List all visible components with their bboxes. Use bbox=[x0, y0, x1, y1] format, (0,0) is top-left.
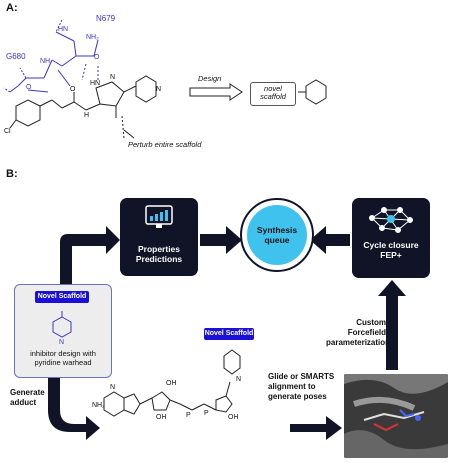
inhibitor-design-caption: inhibitor design with pyridine warhead bbox=[30, 349, 96, 367]
network-graph-icon bbox=[369, 207, 413, 233]
novel-scaffold-box: novel scaffold bbox=[250, 82, 296, 106]
atom-hn-2: HN bbox=[90, 80, 101, 87]
adduct-atom-n-plus: N bbox=[236, 376, 242, 383]
synthesis-queue-circle: Synthesis queue bbox=[247, 205, 307, 265]
perturb-caption: Perturb entire scaffold bbox=[128, 140, 202, 149]
novel-scaffold-panel: Novel Scaffold N inhibitor design with p… bbox=[14, 284, 112, 378]
atom-hn: HN bbox=[58, 26, 69, 33]
atom-n-pyridine: N bbox=[156, 86, 162, 93]
synthesis-queue-ring: Synthesis queue bbox=[240, 198, 314, 272]
synthesis-queue-label: Synthesis queue bbox=[256, 225, 298, 245]
adduct-atom-n: N bbox=[110, 384, 116, 391]
adduct-atom-oh-2: OH bbox=[166, 380, 177, 387]
panel-b-label: B: bbox=[6, 168, 18, 180]
properties-predictions-tile: Properties Predictions bbox=[120, 198, 198, 276]
protein-pocket-render bbox=[344, 374, 448, 458]
atom-h: H bbox=[84, 112, 90, 119]
adduct-atom-oh-1: OH bbox=[156, 414, 167, 421]
generate-adduct-label: Generate adduct bbox=[10, 388, 45, 407]
residue-g680: G680 bbox=[6, 52, 26, 61]
amine-label: NH₂ bbox=[86, 34, 99, 41]
atom-n-1: N bbox=[110, 74, 116, 81]
novel-scaffold-badge-2: Novel Scaffold bbox=[204, 328, 254, 340]
novel-scaffold-badge: Novel Scaffold bbox=[35, 291, 89, 303]
adduct-atom-p-2: P bbox=[204, 410, 209, 417]
atom-o-2: O bbox=[26, 84, 32, 91]
residue-n679: N679 bbox=[96, 14, 116, 23]
atom-nh: NH bbox=[40, 58, 51, 65]
adduct-atom-p-1: P bbox=[186, 412, 191, 419]
svg-text:N: N bbox=[59, 339, 64, 345]
panel-a-structure bbox=[3, 19, 327, 139]
protein-pocket-image bbox=[344, 374, 448, 458]
custom-forcefield-label: Custom Forcefield parameterization bbox=[326, 318, 391, 347]
monitor-chart-icon bbox=[145, 205, 173, 228]
glide-alignment-label: Glide or SMARTS alignment to generate po… bbox=[268, 372, 335, 401]
atom-o-3: O bbox=[70, 86, 76, 93]
atom-cl: Cl bbox=[4, 128, 11, 135]
cycle-closure-fep-label: Cycle closure FEP+ bbox=[363, 240, 419, 260]
design-label: Design bbox=[198, 74, 222, 83]
pyridine-icon: N bbox=[52, 311, 72, 345]
adduct-atom-oh-3: OH bbox=[228, 414, 239, 421]
panel-a-label: A: bbox=[6, 2, 18, 14]
properties-predictions-label: Properties Predictions bbox=[135, 244, 183, 264]
atom-o-1: O bbox=[94, 54, 100, 61]
adduct-atom-nh2: NH₂ bbox=[92, 402, 105, 409]
cycle-closure-fep-tile: Cycle closure FEP+ bbox=[352, 198, 430, 278]
